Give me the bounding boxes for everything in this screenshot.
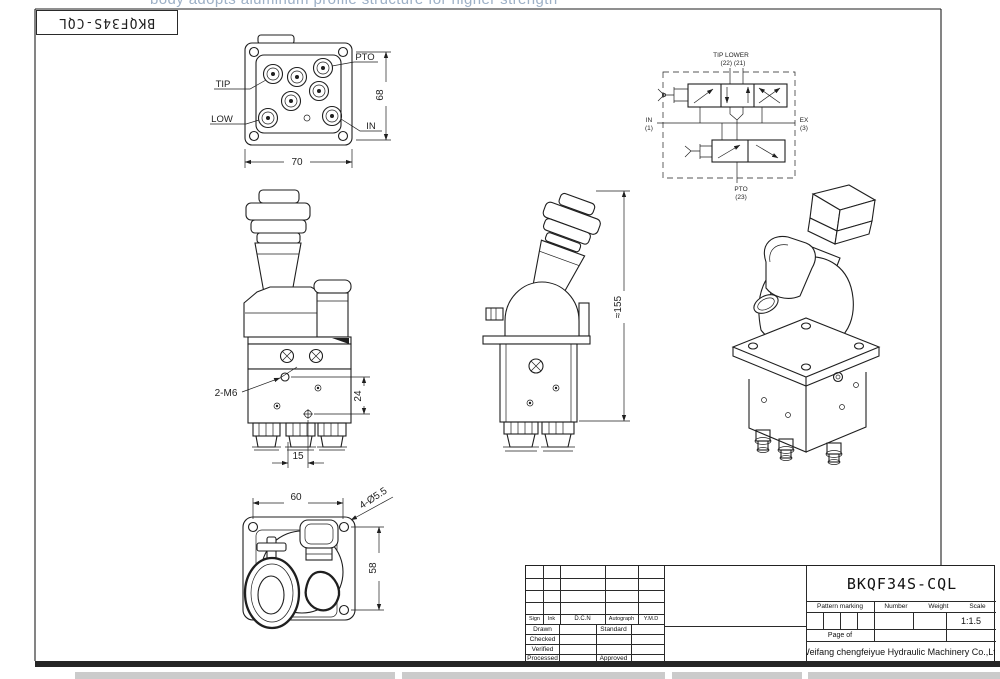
top-view-drawing: TIP LOW PTO IN 70 68 <box>210 34 391 168</box>
table-line <box>664 626 806 627</box>
schematic-title: TIP LOWER <box>713 52 749 59</box>
bottom-view-drawing: 60 4-Ø5.5 58 <box>242 485 394 630</box>
table-line <box>874 601 875 641</box>
table-line <box>526 614 664 615</box>
title-block-model: BKQF34S-CQL <box>846 574 958 593</box>
table-line <box>526 644 664 645</box>
page-of-label: Page of <box>827 631 853 639</box>
row-approved: Approved <box>599 655 628 662</box>
scale-value: 1:1.5 <box>960 616 982 626</box>
dim-70: 70 <box>291 157 303 168</box>
hydraulic-schematic: TIP LOWER (22) (21) IN (1) EX (3) PTO (2… <box>645 52 809 201</box>
table-line <box>806 629 996 630</box>
table-line <box>913 612 914 629</box>
label-pto: PTO <box>355 52 374 63</box>
schematic-pto: PTO <box>734 186 747 193</box>
top-note-text: body adopts aluminum profile structure f… <box>150 0 558 8</box>
label-in: IN <box>366 121 376 132</box>
dim-155: ≈155 <box>613 295 624 318</box>
table-line <box>806 601 996 602</box>
dim-58: 58 <box>368 562 379 574</box>
header-ymd: Y.M.D <box>643 616 659 622</box>
row-processed: Processed <box>527 655 558 662</box>
table-line <box>840 612 841 629</box>
model-tag-box: BKQF34S-CQL <box>36 10 178 35</box>
schematic-in-no: (1) <box>645 125 653 132</box>
table-line <box>559 624 560 663</box>
row-standard: Standard <box>600 625 627 633</box>
cutoff-row-segment <box>672 672 802 679</box>
table-line <box>560 566 561 624</box>
label-low: LOW <box>211 114 233 125</box>
header-sign: Sign <box>528 616 540 622</box>
isometric-view-drawing <box>731 184 881 465</box>
table-line <box>596 624 597 663</box>
scale-label: Scale <box>969 603 986 610</box>
header-autograph: Autograph <box>608 616 635 622</box>
table-line <box>631 624 632 663</box>
number-label: Number <box>884 603 908 610</box>
table-line <box>526 578 664 579</box>
cutoff-row-segment <box>402 672 665 679</box>
table-line <box>638 566 639 624</box>
iso-bottom-ports <box>754 429 843 465</box>
side-view-drawing: ≈155 <box>482 190 630 452</box>
table-line <box>605 566 606 624</box>
thread-callout: 2-M6 <box>215 388 238 399</box>
header-dcn: D.C.N <box>574 616 591 622</box>
table-line <box>526 654 664 655</box>
cutoff-row-segment <box>808 672 1000 679</box>
table-line <box>806 612 996 613</box>
weight-label: Weight <box>928 603 949 610</box>
schematic-ex: EX <box>800 117 809 124</box>
label-tip: TIP <box>216 79 231 90</box>
frame-bottom-bar <box>35 661 1000 667</box>
table-line <box>857 612 858 629</box>
dim-60: 60 <box>290 492 302 503</box>
table-line <box>526 590 664 591</box>
schematic-top-ports: (22) (21) <box>721 60 746 67</box>
schematic-pto-no: (23) <box>735 194 747 201</box>
cutoff-row-segment <box>75 672 395 679</box>
pattern-marking-label: Pattern marking <box>817 603 863 610</box>
table-line <box>526 602 664 603</box>
table-line <box>806 566 807 663</box>
table-line <box>823 612 824 629</box>
schematic-ex-no: (3) <box>800 125 808 132</box>
table-line <box>526 634 664 635</box>
table-line <box>543 566 544 624</box>
table-line <box>806 641 996 642</box>
row-verified: Verified <box>531 645 554 653</box>
dim-15: 15 <box>292 451 304 462</box>
schematic-in: IN <box>646 117 653 124</box>
table-line <box>526 624 664 625</box>
row-checked: Checked <box>529 635 556 643</box>
table-line <box>946 612 947 641</box>
header-ink: Ink <box>547 616 556 622</box>
dim-24: 24 <box>353 390 364 402</box>
table-line <box>664 566 665 663</box>
company-name: Weifang chengfeiyue Hydraulic Machinery … <box>807 647 995 657</box>
drawing-frame <box>34 8 942 661</box>
title-block: Sign Ink D.C.N Autograph Y.M.D Drawn Sta… <box>525 565 996 663</box>
dim-68: 68 <box>375 89 386 101</box>
row-drawn: Drawn <box>533 625 552 633</box>
front-view-drawing: 2-M6 24 15 <box>215 189 370 468</box>
port-circles <box>257 57 343 129</box>
